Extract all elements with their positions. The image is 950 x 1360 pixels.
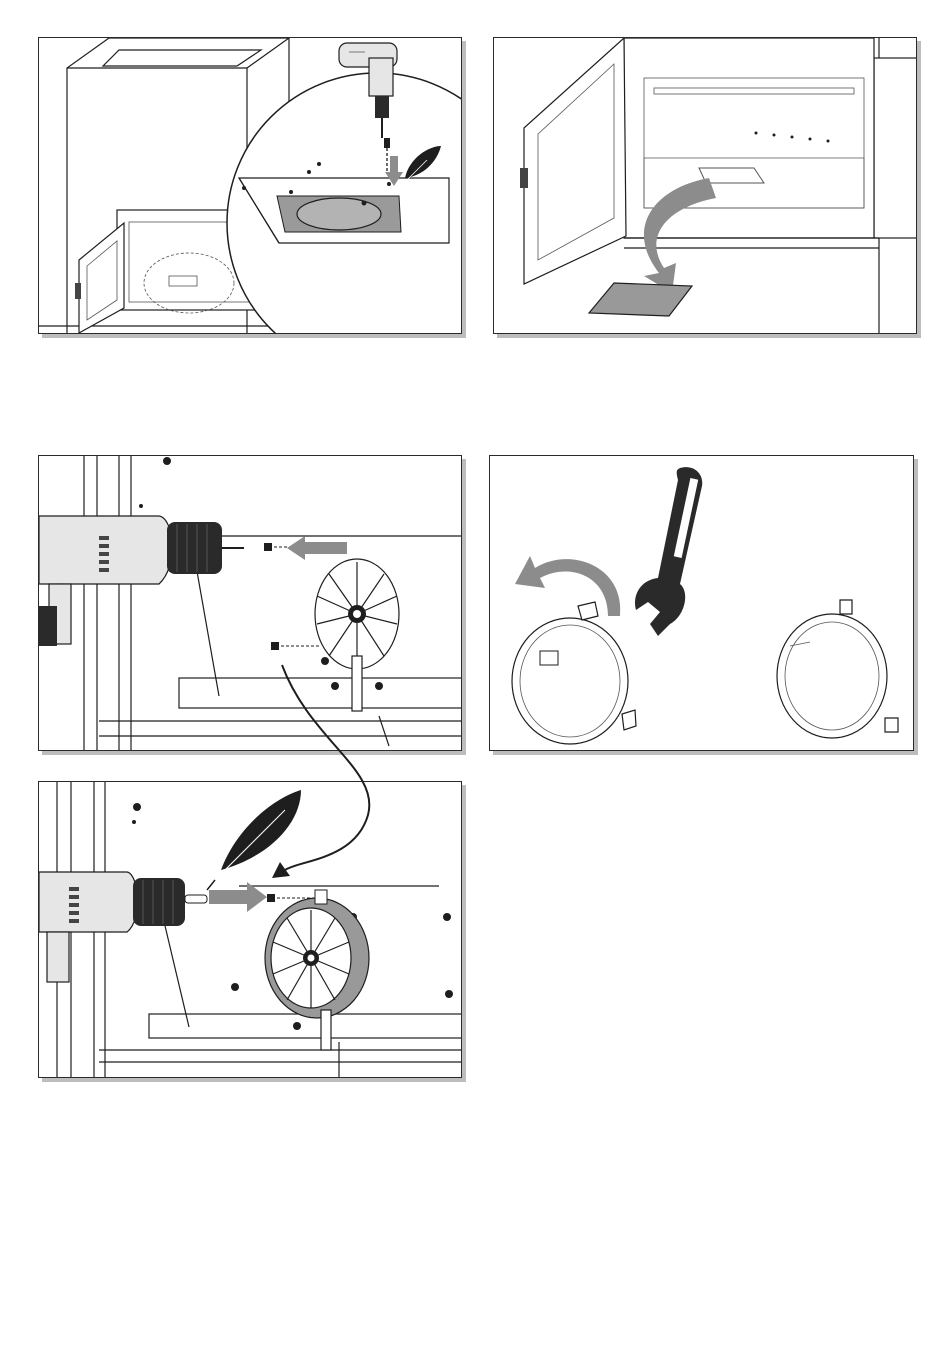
- step-4-illustration: [490, 456, 914, 751]
- drill-icon: [39, 872, 207, 982]
- step-panel-5: [38, 781, 462, 1078]
- stove-frame: [84, 456, 462, 751]
- curved-arrow-icon: [515, 556, 620, 616]
- collar-ring-icon: [512, 602, 636, 744]
- plate-icon: [589, 283, 692, 316]
- step-panel-4: [489, 455, 914, 751]
- collar-ring-icon: [777, 600, 898, 738]
- stove-door: [75, 223, 124, 333]
- stove-door: [520, 38, 626, 284]
- step-5-illustration: [39, 782, 462, 1078]
- step-panel-1: [38, 37, 462, 334]
- step-2-illustration: [494, 38, 917, 334]
- step-1-illustration: [39, 38, 462, 334]
- wrench-icon: [635, 467, 702, 636]
- drill-icon: [39, 516, 244, 646]
- step-panel-2: [493, 37, 917, 334]
- step-panel-3: [38, 455, 462, 751]
- feather-icon: [207, 790, 301, 890]
- magnified-detail: [227, 73, 462, 334]
- step-3-illustration: [39, 456, 462, 751]
- left-arrow-icon: [287, 536, 347, 560]
- screw-icon: [264, 543, 319, 650]
